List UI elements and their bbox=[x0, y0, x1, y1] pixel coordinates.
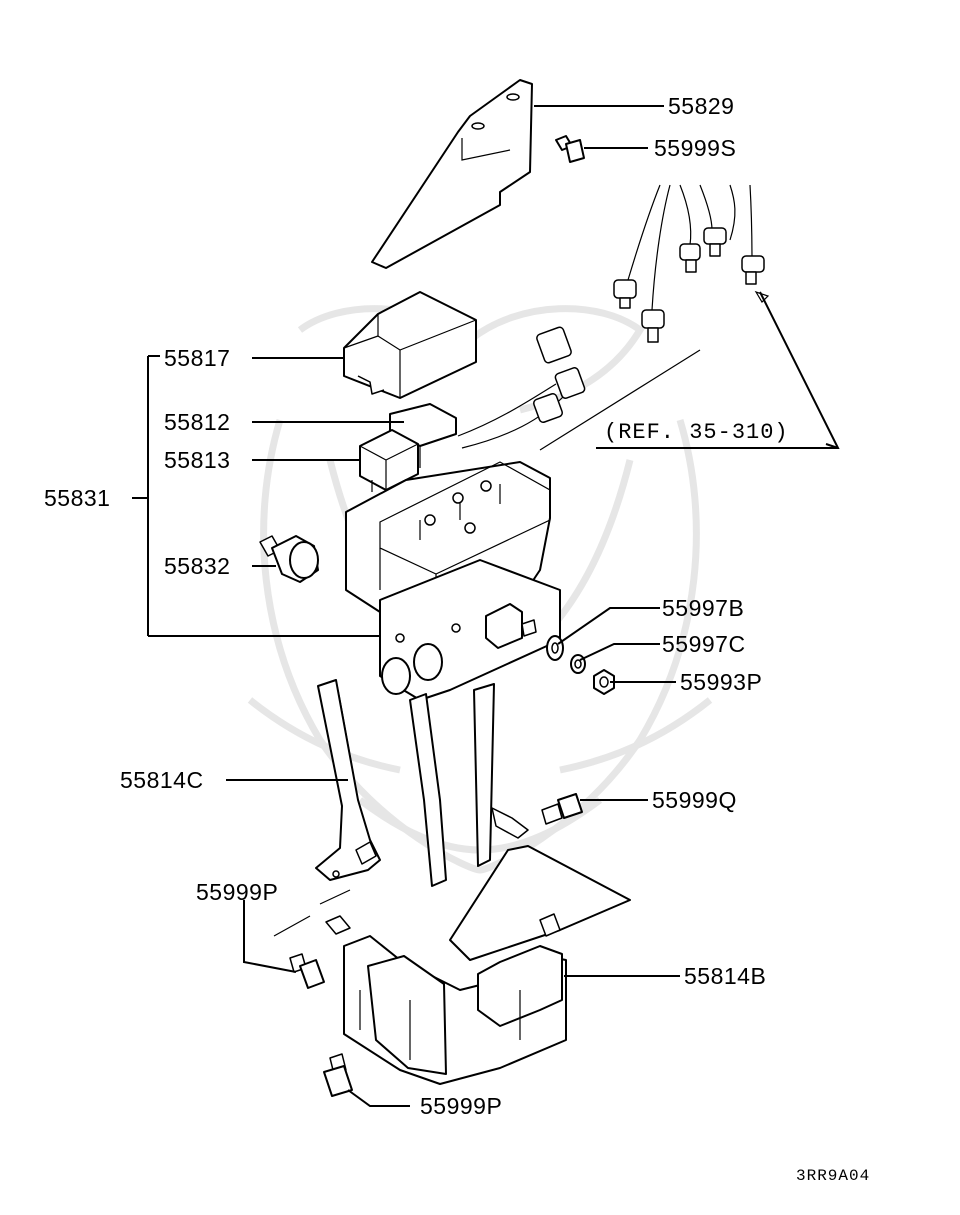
bracket-55814B bbox=[325, 683, 631, 1085]
label-55999P-upper: 55999P bbox=[196, 879, 278, 905]
bolt-55999P-lower bbox=[323, 1053, 353, 1097]
label-55829: 55829 bbox=[668, 93, 734, 119]
label-55997B: 55997B bbox=[662, 595, 744, 621]
label-55812: 55812 bbox=[164, 409, 230, 435]
label-55832: 55832 bbox=[164, 553, 230, 579]
bolt-55999P-upper bbox=[289, 953, 325, 989]
damper-55832 bbox=[259, 535, 319, 583]
label-55814B: 55814B bbox=[684, 963, 766, 989]
part-labels: 55829 55999S 55817 55812 55813 55831 558… bbox=[44, 93, 870, 1185]
label-55813: 55813 bbox=[164, 447, 230, 473]
label-55997C: 55997C bbox=[662, 631, 746, 657]
washer-55997B bbox=[546, 635, 564, 661]
label-55993P: 55993P bbox=[680, 669, 762, 695]
label-55831: 55831 bbox=[44, 485, 110, 511]
nut-55993P bbox=[593, 669, 615, 695]
bracket-plate-55829 bbox=[371, 79, 533, 269]
brake-pipes bbox=[613, 184, 765, 343]
bolt-55999Q bbox=[541, 793, 583, 825]
drawing-code: 3RR9A04 bbox=[796, 1167, 870, 1185]
watermark-emblem bbox=[247, 305, 713, 874]
leader-lines bbox=[132, 105, 840, 1107]
label-55814C: 55814C bbox=[120, 767, 204, 793]
relay-cover-55817 bbox=[343, 291, 477, 399]
hydraulic-unit-55831 bbox=[345, 461, 561, 701]
label-55999P-lower: 55999P bbox=[420, 1093, 502, 1119]
reference-note: (REF. 35-310) bbox=[604, 420, 789, 445]
label-55999S: 55999S bbox=[654, 135, 736, 161]
screw-55999S bbox=[555, 135, 585, 163]
label-55999Q: 55999Q bbox=[652, 787, 737, 813]
label-55817: 55817 bbox=[164, 345, 230, 371]
wiring-harness bbox=[457, 326, 586, 449]
